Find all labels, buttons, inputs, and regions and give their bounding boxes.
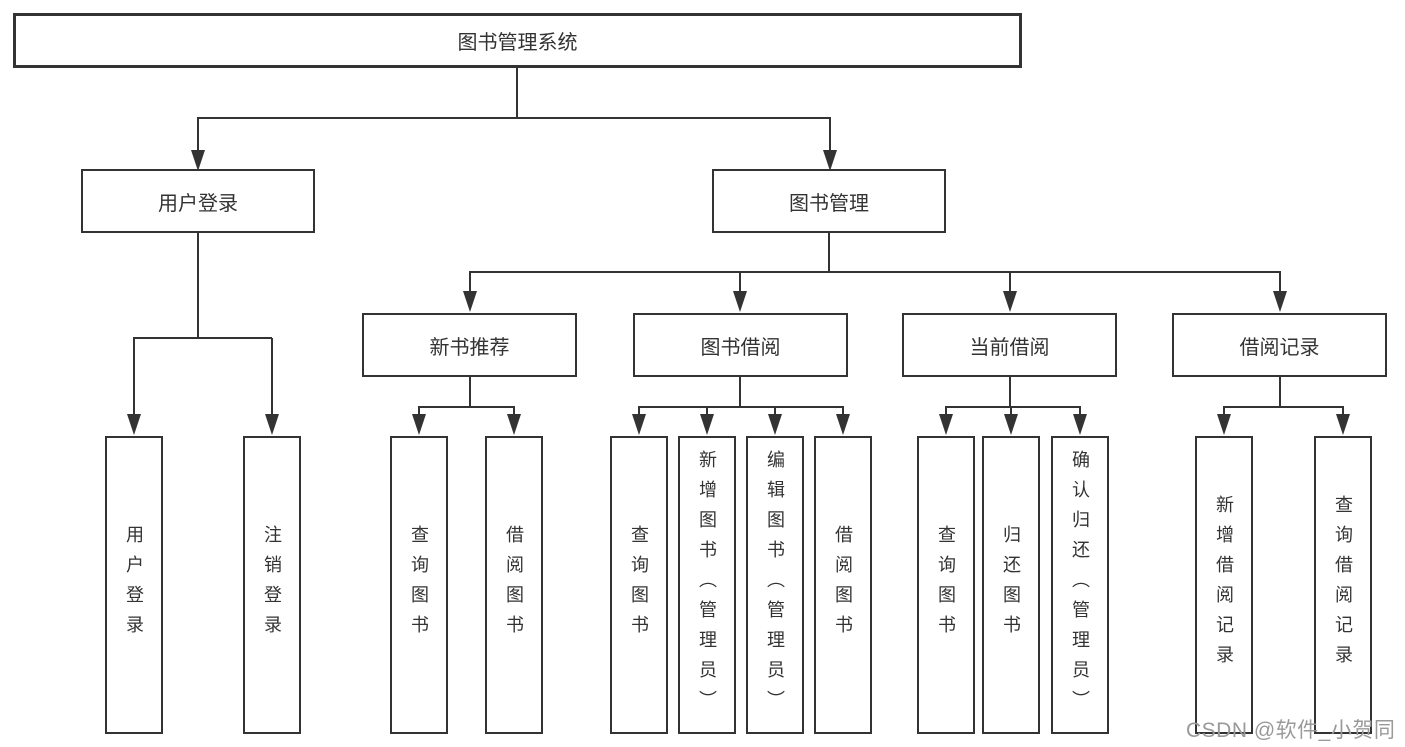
- node-book-borrowing: 图书借阅: [633, 313, 848, 377]
- leaf-logout-login: 注销登录: [243, 436, 301, 734]
- leaf-confirm-return-admin: 确认归还（管理员）: [1051, 436, 1109, 734]
- node-current-borrowing: 当前借阅: [902, 313, 1117, 377]
- csdn-watermark: CSDN @软件_小贺同学: [1186, 719, 1396, 742]
- leaf-query-book-recommend: 查询图书: [390, 436, 448, 734]
- leaf-query-borrow-record: 查询借阅记录: [1314, 436, 1372, 734]
- connector-edges: [133, 68, 1344, 415]
- node-book-management: 图书管理: [712, 169, 946, 233]
- leaf-add-book-admin: 新增图书（管理员）: [678, 436, 736, 734]
- leaf-return-book: 归还图书: [982, 436, 1040, 734]
- leaf-query-book-borrowing: 查询图书: [610, 436, 668, 734]
- node-borrowing-records: 借阅记录: [1172, 313, 1387, 377]
- leaf-borrow-book-borrowing: 借阅图书: [814, 436, 872, 734]
- leaf-edit-book-admin: 编辑图书（管理员）: [746, 436, 804, 734]
- leaf-borrow-book-recommend: 借阅图书: [485, 436, 543, 734]
- arrowheads: [127, 150, 1350, 435]
- leaf-add-borrow-record: 新增借阅记录: [1195, 436, 1253, 734]
- node-new-book-recommend: 新书推荐: [362, 313, 577, 377]
- leaf-user-login: 用户登录: [105, 436, 163, 734]
- node-root: 图书管理系统: [13, 13, 1022, 68]
- node-user-login: 用户登录: [81, 169, 315, 233]
- leaf-query-book-current: 查询图书: [917, 436, 975, 734]
